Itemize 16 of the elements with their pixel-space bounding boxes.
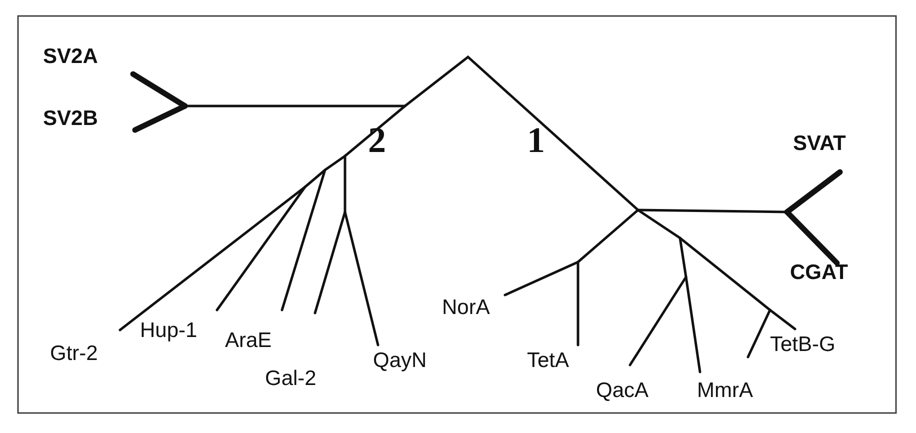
leaf-label: AraE	[225, 330, 272, 351]
cluster-number: 2	[368, 122, 386, 158]
cluster-number: 1	[527, 122, 545, 158]
leaf-label: MmrA	[697, 380, 753, 401]
leaf-label: SV2A	[43, 46, 98, 67]
leaf-label: CGAT	[790, 262, 848, 283]
leaf-label: TetB-G	[770, 334, 836, 355]
leaf-label: QacA	[596, 380, 649, 401]
leaf-label: Hup-1	[140, 320, 198, 341]
leaf-label: Gtr-2	[50, 343, 98, 364]
leaf-label: NorA	[442, 297, 490, 318]
leaf-label: Gal-2	[265, 368, 316, 389]
leaf-label: QayN	[373, 350, 427, 371]
leaf-label: SV2B	[43, 108, 98, 129]
leaf-label: SVAT	[793, 133, 846, 154]
leaf-label: TetA	[527, 350, 570, 371]
